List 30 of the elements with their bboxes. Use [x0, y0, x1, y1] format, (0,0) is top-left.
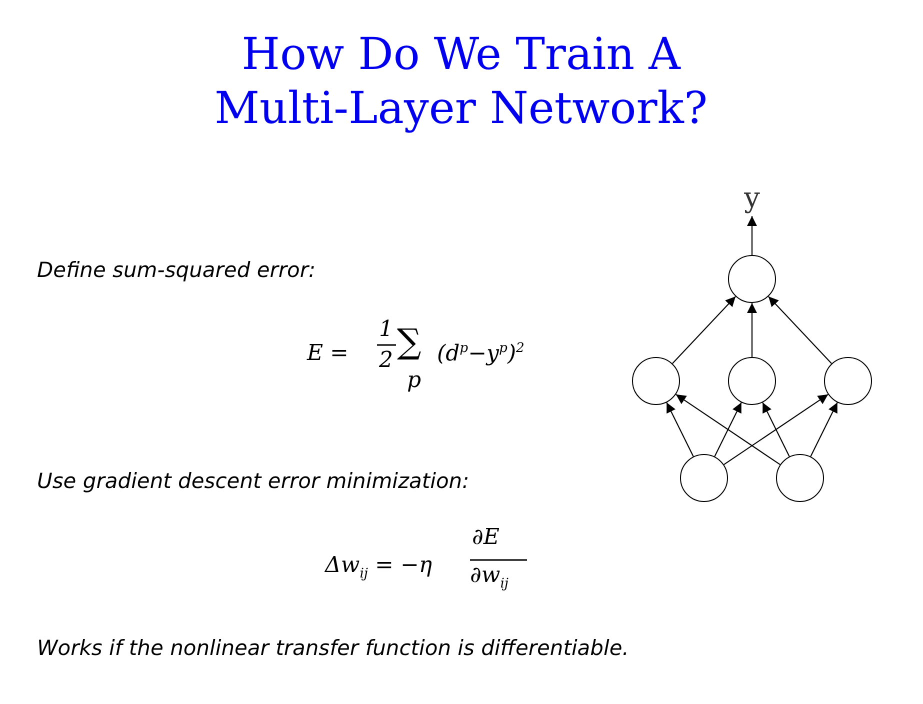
title: How Do We Train A Multi-Layer Network? — [213, 28, 709, 136]
arrow — [747, 216, 757, 255]
instruction-text: Define sum-squared error: — [37, 258, 316, 282]
neuron-circle — [728, 255, 776, 303]
output-label: y — [738, 184, 766, 216]
arrow — [768, 296, 832, 364]
formula-text: Δw$_{ij}$ = −η — [325, 553, 432, 582]
neuron-circle — [728, 357, 776, 405]
conclusion-text: Works if the nonlinear transfer function is differentiable. — [37, 636, 629, 660]
arrow — [676, 394, 780, 466]
neuron-circle — [632, 357, 680, 405]
arrow — [714, 402, 742, 457]
arrow — [724, 394, 828, 466]
summation-index: p — [407, 368, 422, 393]
formula-text: E = — [307, 341, 348, 366]
arrow — [666, 402, 694, 457]
neuron-circle — [824, 357, 872, 405]
arrow — [762, 402, 790, 457]
instruction-text: Use gradient descent error minimization: — [37, 469, 470, 493]
neuron-circle — [776, 454, 824, 502]
fraction-numerator: ∂E — [472, 525, 500, 550]
neuron-circle — [680, 454, 728, 502]
summation-sign: ∑ — [397, 325, 422, 359]
arrow — [810, 402, 838, 457]
fraction-denominator: ∂w$_{ij}$ — [470, 563, 509, 592]
fraction-numerator: 1 — [379, 317, 393, 342]
arrow — [747, 303, 757, 357]
arrow — [672, 296, 736, 364]
formula-text: (d$^{p}$−y$^{p}$)$^{2}$ — [437, 341, 524, 366]
fraction-denominator: 2 — [379, 348, 393, 373]
